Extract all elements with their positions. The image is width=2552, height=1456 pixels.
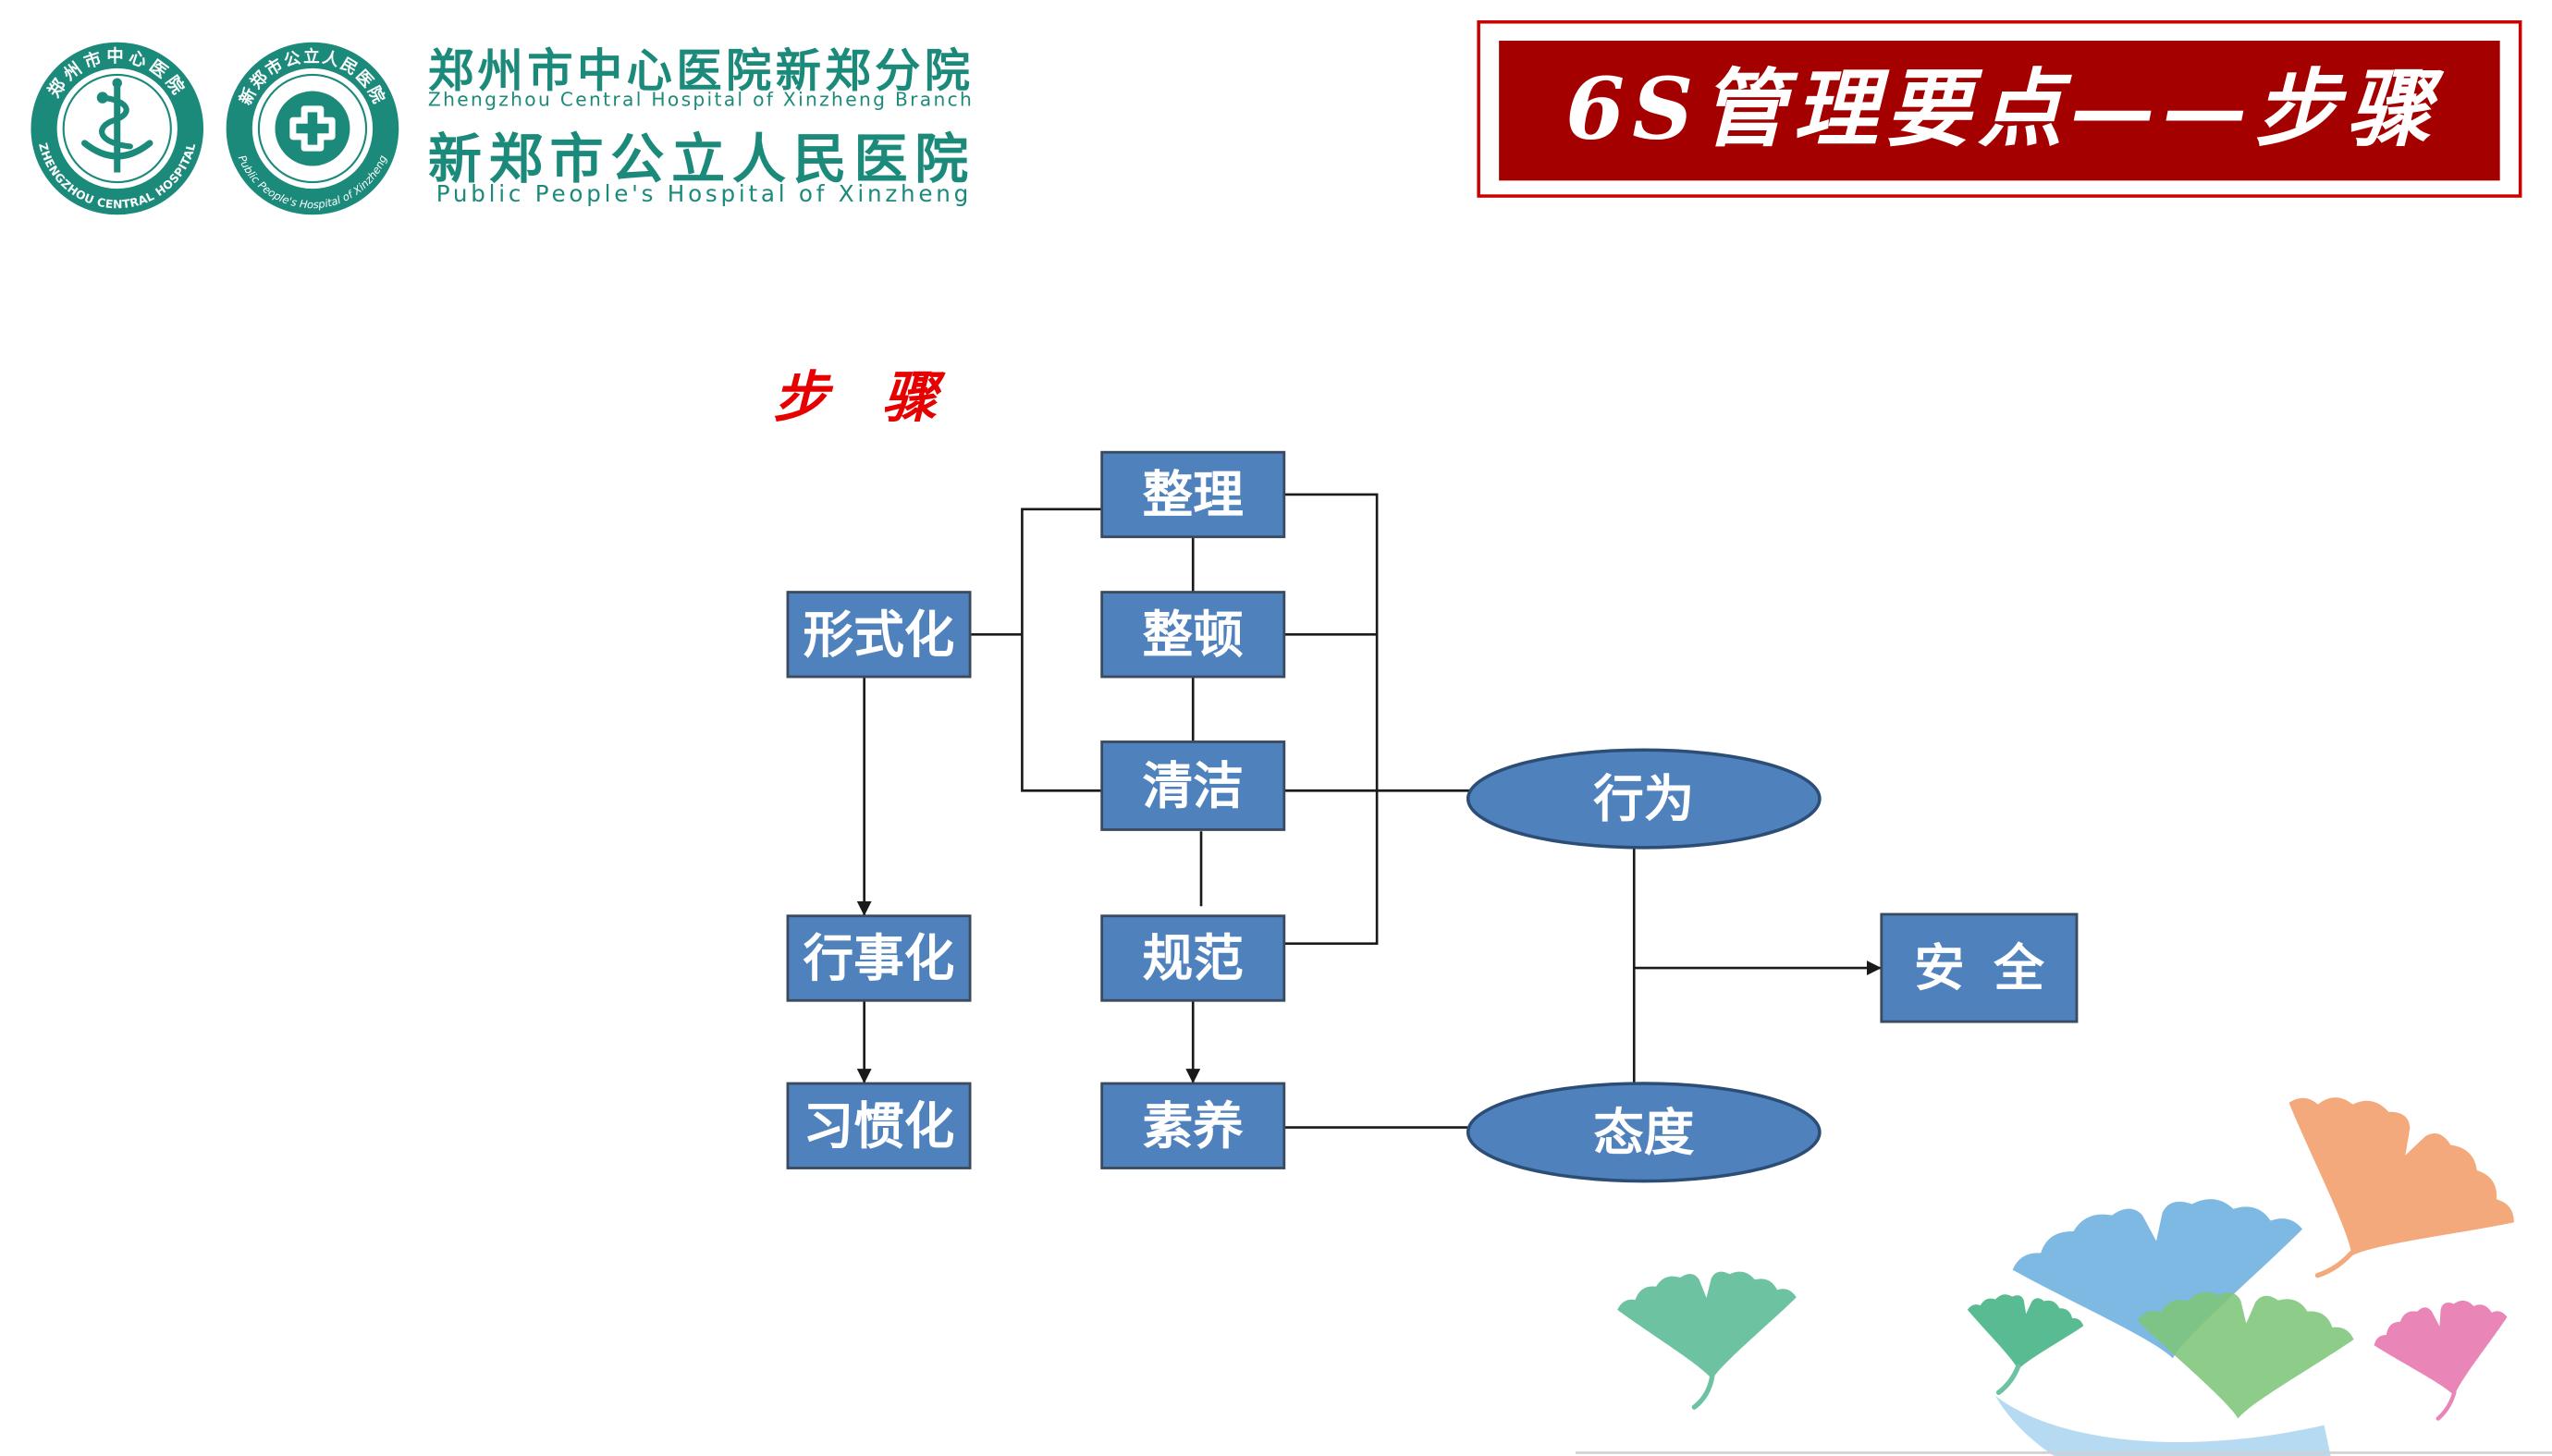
node-label: 行为 [1593, 769, 1694, 828]
node-label: 素养 [1143, 1096, 1245, 1156]
hospital-names: 郑州市中心医院新郑分院 Zhengzhou Central Hospital o… [428, 43, 972, 207]
title-banner-fill [1499, 40, 2500, 181]
node-step-discipline: 素养 [1100, 1082, 1286, 1169]
medical-cross-icon [257, 73, 368, 184]
node-step-standardize: 规范 [1100, 914, 1286, 1002]
node-box [1100, 1082, 1286, 1169]
title-banner: 6S管理要点——步骤 [1477, 19, 2522, 198]
node-label: 规范 [1143, 929, 1244, 988]
leaf-stem [2314, 1250, 2355, 1279]
node-ellipse [1466, 1082, 1822, 1183]
node-step-sort: 整理 [1100, 450, 1286, 539]
leaf-stem [2435, 1390, 2457, 1421]
node-label: 形式化 [804, 605, 955, 664]
node-box [1880, 912, 2079, 1023]
node-label: 清洁 [1143, 756, 1244, 815]
ginkgo-leaf-icon [2368, 1291, 2521, 1411]
swoosh-shape [1995, 1395, 2331, 1456]
leaf-stem [1691, 1374, 1715, 1410]
ginkgo-decoration [1575, 1064, 2552, 1456]
branch-name-cn: 郑州市中心医院新郑分院 [428, 43, 970, 97]
node-goal-safety: 安 全 [1880, 912, 2079, 1023]
node-box [1100, 914, 1286, 1002]
node-step-set-in-order: 整顿 [1100, 591, 1286, 679]
connector-right-bracket [1283, 493, 1379, 945]
logo-zhengzhou-central-hospital: 郑州市中心医院 ZHENGZHOU CENTRAL HOSPITAL [31, 42, 204, 215]
connector-left-bracket [1021, 508, 1102, 792]
branch-name-en: Zhengzhou Central Hospital of Xinzheng B… [428, 88, 972, 110]
hospital-name-cn: 新郑市公立人民医院 [428, 128, 968, 190]
node-outcome-behavior: 行为 [1466, 748, 1822, 850]
node-label: 态度 [1593, 1103, 1695, 1162]
node-stage-formalization: 形式化 [786, 591, 972, 679]
node-ellipse [1466, 748, 1822, 850]
node-box [786, 1082, 972, 1169]
leaf-stem [1995, 1364, 2021, 1396]
node-outcome-attitude: 态度 [1466, 1082, 1822, 1183]
node-label: 习惯化 [804, 1096, 955, 1156]
node-label: 整理 [1143, 465, 1244, 524]
node-label: 安 全 [1914, 938, 2044, 997]
node-stage-habit: 习惯化 [786, 1082, 972, 1169]
ginkgo-leaf-icon [2239, 1064, 2534, 1316]
connectors [856, 493, 1882, 1129]
node-label: 行事化 [804, 929, 955, 988]
node-stage-routine: 行事化 [786, 914, 972, 1002]
node-label: 整顿 [1143, 605, 1244, 664]
node-box [1100, 740, 1286, 831]
node-box [786, 591, 972, 679]
ginkgo-leaf-icon [1959, 1288, 2087, 1378]
node-box [786, 914, 972, 1002]
node-box [1100, 450, 1286, 539]
logo-xinzheng-peoples-hospital: 新郑市公立人民医院 Public People's Hospital of Xi… [226, 42, 399, 215]
hospital-emblem-icon [62, 73, 172, 184]
ginkgo-leaf-icon [1614, 1266, 1802, 1387]
page-title: 6S管理要点——步骤 [1565, 59, 2445, 159]
node-step-shine: 清洁 [1100, 740, 1286, 831]
node-box [1100, 591, 1286, 679]
diagram-heading: 步 骤 [773, 366, 946, 431]
